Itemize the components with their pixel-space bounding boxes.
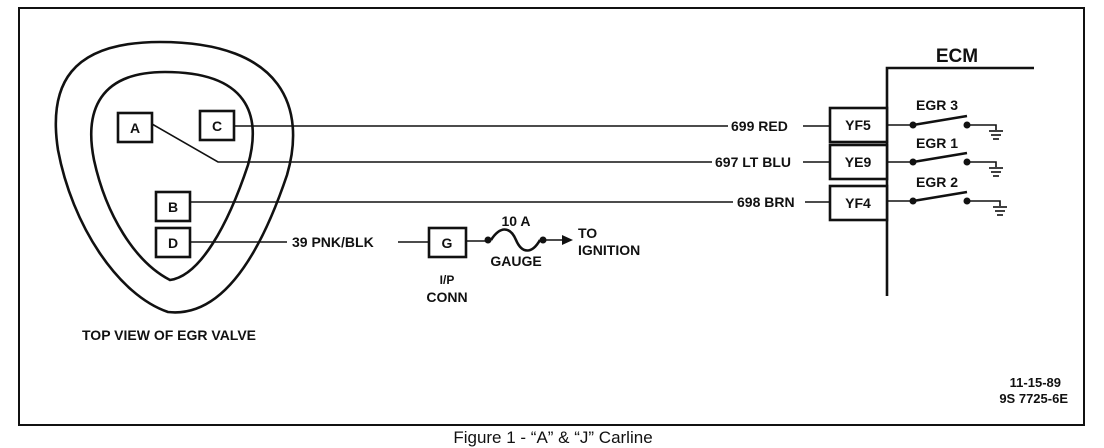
switch-egr-3-label: EGR 3 [916,97,958,113]
egr-valve-inner-outline [90,70,255,282]
ip-connector-pin-label: G [442,235,453,251]
ignition-label-line2: IGNITION [578,242,640,258]
fuse-terminal-right [539,236,547,244]
fuse-symbol [489,228,542,252]
ref-date: 11-15-89 [1010,375,1061,390]
valve-pin-b: B [154,190,192,223]
ignition-arrow-head [562,235,573,245]
ecm-terminal-yf4-label: YF4 [845,195,871,211]
wire-698-brn-label: 698 BRN [737,194,795,210]
valve-pin-c-label: C [212,118,222,134]
valve-pin-b-label: B [168,199,178,215]
switch-egr-2 [887,190,1007,216]
switch-egr-1-label: EGR 1 [916,135,958,151]
egr-valve-outer-outline [54,40,295,314]
valve-pin-c: C [198,109,236,142]
ecm-terminal-yf5: YF5 [828,106,889,144]
ecm-title: ECM [936,46,978,67]
valve-pin-a-label: A [130,120,140,136]
fuse-terminal-left [484,236,492,244]
ecm-terminal-yf5-label: YF5 [845,117,871,133]
wire-39-pnk-blk-label: 39 PNK/BLK [292,234,374,250]
fuse-name: GAUGE [490,253,541,269]
switch-egr-2-label: EGR 2 [916,174,958,190]
diagram-frame [18,7,1085,426]
wire-699-red-label: 699 RED [731,118,788,134]
ignition-label-line1: TO [578,225,597,241]
wire-697-lt-blu-label: 697 LT BLU [715,154,791,170]
ref-code: 9S 7725-6E [999,391,1068,406]
ip-connector: G [427,226,468,259]
ip-connector-label-line2: CONN [426,289,467,305]
valve-pin-d: D [154,226,192,259]
switch-egr-3 [887,114,1003,140]
wire-697-lt-blu [151,123,712,163]
fuse-rating: 10 A [501,213,530,229]
ecm-terminal-ye9: YE9 [828,143,889,181]
valve-pin-a: A [116,111,154,144]
switch-egr-1 [887,151,1003,177]
ip-connector-label-line1: I/P [440,273,455,287]
valve-pin-d-label: D [168,235,178,251]
valve-caption: TOP VIEW OF EGR VALVE [82,327,256,343]
ecm-terminal-yf4: YF4 [828,184,889,222]
ecm-boundary [885,66,1034,296]
figure-caption: Figure 1 - “A” & “J” Carline [453,428,652,447]
ecm-terminal-ye9-label: YE9 [845,154,872,170]
